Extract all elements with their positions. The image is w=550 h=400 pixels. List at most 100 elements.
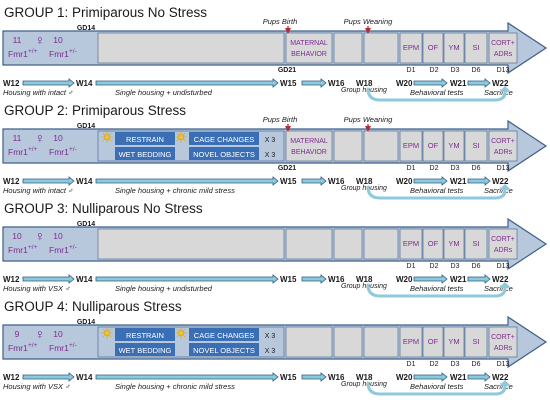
week-arrow (22, 372, 75, 382)
sun-ray (183, 328, 186, 331)
gd14-label: GD14 (77, 319, 95, 326)
day-label: D13 (497, 165, 510, 172)
gd14-label: GD14 (77, 221, 95, 228)
day-label: D2 (430, 165, 439, 172)
week-label: W14 (76, 79, 93, 88)
timeline-cell (333, 326, 363, 358)
test-cell (443, 228, 465, 260)
cort-label: CORT+ (491, 40, 515, 47)
timeline-cell (363, 228, 399, 260)
timeline-cell (285, 32, 333, 64)
sun-ray (109, 132, 112, 135)
group-housing-label: Group housing (341, 283, 387, 290)
sun-ray (109, 335, 112, 338)
week-label: W15 (280, 79, 297, 88)
week-arrow (22, 78, 75, 88)
day-label: D6 (472, 263, 481, 270)
timeline-cell (285, 228, 333, 260)
pups-birth-arrowhead (285, 126, 291, 132)
week-label: W18 (356, 275, 373, 284)
pups-weaning-arrowhead (365, 28, 371, 34)
pups-birth-label: Pups Birth (263, 115, 298, 124)
pups-weaning-label: Pups Weaning (344, 17, 393, 26)
test-cell (464, 130, 488, 162)
test-label: SI (472, 43, 479, 52)
fmr1-wt-genotype: +/+ (28, 146, 38, 153)
sacrifice-label: Sacrifice (484, 88, 513, 97)
week-label: W14 (76, 373, 93, 382)
week-label: W22 (492, 373, 509, 382)
week-label: W15 (280, 275, 297, 284)
pups-birth-arrowhead (285, 28, 291, 34)
novel-objects-label: NOVEL OBJECTS (193, 346, 255, 355)
test-cell (422, 326, 444, 358)
group-title: GROUP 1: Primiparous No Stress (4, 5, 207, 20)
restrain-label: RESTRAIN (126, 135, 164, 144)
day-label: D13 (497, 361, 510, 368)
cort-label: CORT+ (491, 236, 515, 243)
test-label: EPM (403, 239, 419, 248)
week-label: W20 (396, 275, 413, 284)
week-label: W22 (492, 275, 509, 284)
female-symbol: ♀ (35, 228, 46, 244)
test-cell (422, 228, 444, 260)
test-cell (464, 326, 488, 358)
day-label: D13 (497, 263, 510, 270)
cohort-box (5, 33, 97, 63)
week-arrow (467, 176, 491, 186)
fmr1-het-genotype: +/- (69, 244, 77, 251)
week-label: W12 (3, 275, 20, 284)
week-label: W16 (328, 373, 345, 382)
adrs-label: ADRs (494, 247, 513, 254)
housing-bracket-curve (366, 283, 507, 298)
day-label: D3 (451, 263, 460, 270)
test-label: SI (472, 337, 479, 346)
undisturbed-region (97, 32, 285, 64)
timeline-cell (363, 32, 399, 64)
group-housing-label: Group housing (341, 87, 387, 94)
week-label: W18 (356, 79, 373, 88)
test-cell (443, 32, 465, 64)
week-arrow (467, 372, 491, 382)
cort-label: CORT+ (491, 138, 515, 145)
adrs-label: ADRs (494, 51, 513, 58)
timeline-cell (285, 326, 333, 358)
restrain-label: RESTRAIN (126, 331, 164, 340)
test-label: EPM (403, 43, 419, 52)
week-arrow (413, 274, 448, 284)
housing-bracket-arrowhead (499, 86, 511, 92)
week-label: W20 (396, 177, 413, 186)
fmr1-het-genotype: +/- (69, 146, 77, 153)
pups-weaning-label: Pups Weaning (344, 115, 393, 124)
week-arrow (301, 78, 327, 88)
sacrifice-cell (488, 228, 518, 260)
cohort-box (5, 327, 97, 357)
test-label: OF (428, 43, 439, 52)
fmr1-wt-genotype: +/+ (28, 244, 38, 251)
sun-core (103, 329, 111, 337)
week-arrow (413, 78, 448, 88)
week-label: W16 (328, 275, 345, 284)
week-label: W18 (356, 373, 373, 382)
fmr1-het-label: Fmr1 (49, 343, 69, 353)
week-arrow (467, 274, 491, 284)
day-label: D6 (472, 67, 481, 74)
week-arrow (301, 372, 327, 382)
week-arrow (95, 274, 279, 284)
day-label: D3 (451, 67, 460, 74)
female-symbol: ♀ (35, 326, 46, 342)
test-label: OF (428, 337, 439, 346)
housing-bracket-curve (366, 87, 507, 102)
week-label: W21 (450, 177, 467, 186)
test-label: OF (428, 239, 439, 248)
behavioral-tests-label: Behavioral tests (410, 382, 464, 391)
adrs-label: ADRs (494, 149, 513, 156)
timeline-cell (363, 130, 399, 162)
sun-ray (109, 328, 112, 331)
gd21-label: GD21 (278, 67, 296, 74)
day-label: D3 (451, 361, 460, 368)
repeat-label: X 3 (265, 152, 276, 159)
maternal-behavior-label: BEHAVIOR (291, 149, 327, 156)
sun-core (177, 329, 185, 337)
